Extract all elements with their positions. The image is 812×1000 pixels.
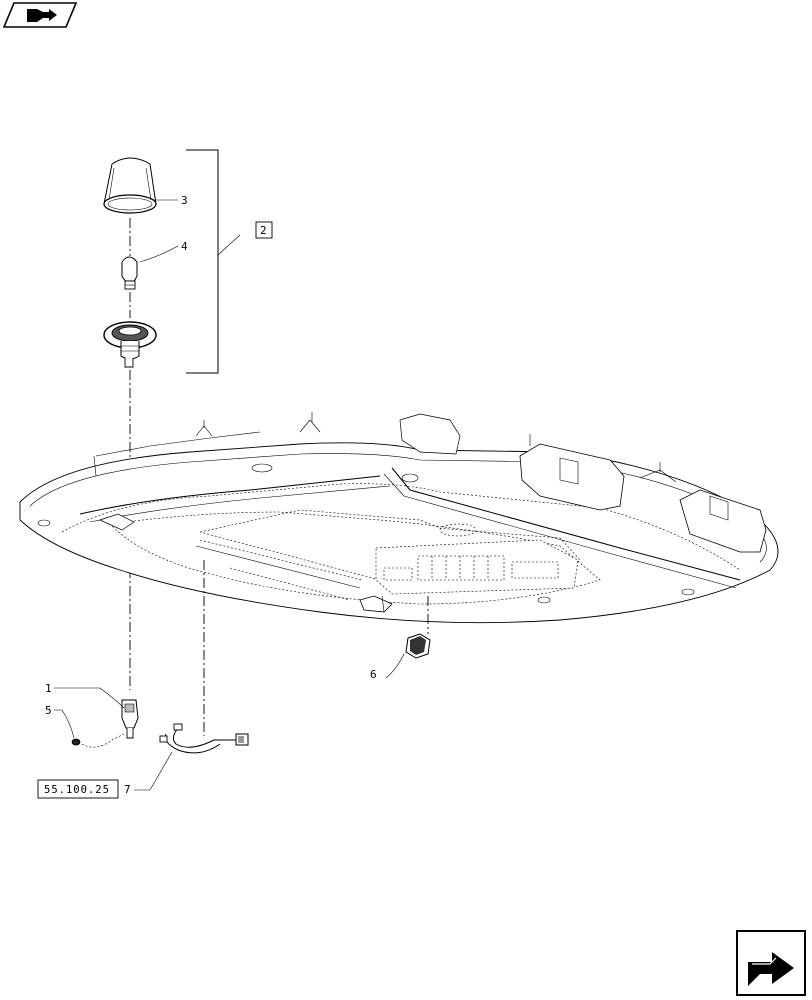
callout-1: 1 <box>45 682 52 695</box>
bulb <box>121 256 138 290</box>
connector <box>121 699 139 739</box>
leader-7 <box>134 751 173 791</box>
beacon-base <box>103 321 157 368</box>
book-arrow-icon[interactable] <box>2 2 78 28</box>
beacon-lens <box>103 157 157 214</box>
leader-6 <box>385 653 405 679</box>
next-page-arrow-icon[interactable] <box>736 930 806 996</box>
leader-5 <box>54 709 75 739</box>
rocker-switch <box>405 596 431 659</box>
screw <box>71 733 125 748</box>
callout-2: 2 <box>260 224 267 237</box>
wire-harness <box>159 560 249 754</box>
cab-roof <box>19 412 779 624</box>
section-code: 55.100.25 <box>44 784 110 796</box>
callout-7: 7 <box>124 783 131 796</box>
callout-3: 3 <box>181 194 188 207</box>
callout-5: 5 <box>45 704 52 717</box>
callout-6: 6 <box>370 668 377 681</box>
leader-1 <box>54 687 125 709</box>
assembly-bracket <box>186 149 273 374</box>
leader-4 <box>139 245 179 263</box>
callout-4: 4 <box>181 240 188 253</box>
section-reference-link[interactable]: 55.100.25 <box>37 779 119 799</box>
